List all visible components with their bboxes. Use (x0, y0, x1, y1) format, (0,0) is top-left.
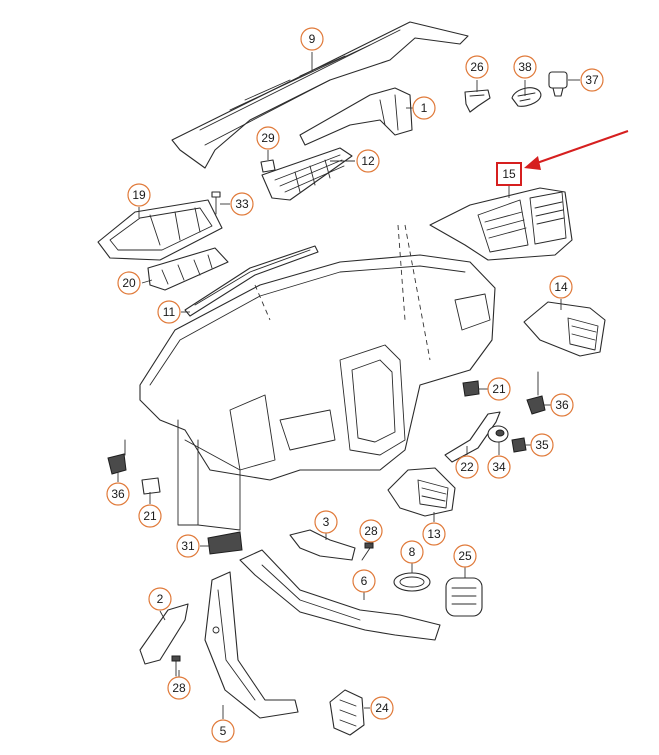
callout-14: 14 (549, 275, 573, 299)
callout-37-label: 37 (585, 73, 599, 87)
callout-1: 1 (412, 96, 436, 120)
callout-15-highlighted: 15 (496, 162, 522, 186)
callout-36-left: 36 (106, 482, 130, 506)
callout-36-left-label: 36 (111, 487, 125, 501)
callout-6-label: 6 (361, 574, 368, 588)
part-12-vent-grille (261, 147, 353, 201)
part-14-side-vent (523, 301, 606, 357)
part-21-clip-left (141, 477, 161, 495)
callout-35: 35 (530, 433, 554, 457)
callout-26-label: 26 (470, 60, 484, 74)
callout-21-left: 21 (138, 504, 162, 528)
callout-35-label: 35 (535, 438, 549, 452)
callout-21-right: 21 (487, 377, 511, 401)
part-2-bracket (139, 603, 189, 665)
callout-34: 34 (487, 455, 511, 479)
part-19-storage-tray (97, 199, 223, 261)
callout-12-label: 12 (361, 154, 375, 168)
callout-28-top: 28 (359, 519, 383, 543)
part-9-cover-panel (171, 21, 469, 169)
part-34-sensor (487, 425, 509, 443)
part-20-vent-tray (147, 247, 229, 291)
part-24-small-vent (329, 689, 365, 736)
callout-3-label: 3 (323, 515, 330, 529)
callout-8-label: 8 (409, 545, 416, 559)
callout-28-top-label: 28 (364, 524, 378, 538)
callout-28-bottom-label: 28 (172, 681, 186, 695)
callout-28-bottom: 28 (167, 676, 191, 700)
callout-29: 29 (256, 126, 280, 150)
callout-20-label: 20 (122, 276, 136, 290)
callout-6: 6 (352, 569, 376, 593)
part-29-clip (260, 159, 276, 173)
callout-2: 2 (148, 587, 172, 611)
callout-33: 33 (230, 192, 254, 216)
callout-38: 38 (513, 55, 537, 79)
callout-5: 5 (211, 719, 235, 743)
part-13-side-vent (387, 467, 456, 517)
part-28-screw-bottom (171, 655, 181, 677)
callout-21-left-label: 21 (143, 509, 157, 523)
callout-31-label: 31 (181, 539, 195, 553)
callout-29-label: 29 (261, 131, 275, 145)
part-11-trim-strip (184, 245, 319, 317)
part-15-center-vent (429, 187, 573, 261)
callout-5-label: 5 (220, 724, 227, 738)
callout-34-label: 34 (492, 460, 506, 474)
callout-25-label: 25 (458, 549, 472, 563)
part-25-round-vent (445, 577, 483, 617)
callout-13-label: 13 (427, 527, 441, 541)
callout-21-right-label: 21 (492, 382, 506, 396)
callout-37: 37 (580, 68, 604, 92)
callout-26: 26 (465, 55, 489, 79)
part-3-bracket (289, 529, 356, 561)
part-35-clip (511, 437, 527, 453)
part-21-clip-right (462, 380, 480, 397)
part-5-duct (204, 571, 299, 719)
callout-22: 22 (455, 455, 479, 479)
callout-25: 25 (453, 544, 477, 568)
callout-24: 24 (370, 696, 394, 720)
callout-11-label: 11 (163, 305, 176, 319)
callout-9-label: 9 (309, 32, 316, 46)
callout-36-right-label: 36 (555, 398, 569, 412)
callout-13: 13 (422, 522, 446, 546)
part-8-cap (393, 572, 431, 592)
callout-20: 20 (117, 271, 141, 295)
callout-12: 12 (356, 149, 380, 173)
part-22-hose (444, 411, 501, 463)
dashboard-panel (139, 224, 496, 531)
part-31-clip (207, 531, 243, 555)
callout-24-label: 24 (375, 701, 389, 715)
callout-36-right: 36 (550, 393, 574, 417)
part-36-clip-right (526, 371, 546, 415)
highlight-arrow (524, 130, 629, 170)
part-36-clip-left (107, 439, 127, 475)
callout-19: 19 (127, 183, 151, 207)
callout-14-label: 14 (554, 280, 568, 294)
part-37-sensor (548, 71, 568, 97)
callout-11: 11 (157, 300, 181, 324)
part-38-sensor (511, 87, 542, 107)
callout-3: 3 (314, 510, 338, 534)
callout-15-label: 15 (502, 167, 516, 181)
callout-33-label: 33 (235, 197, 249, 211)
part-33-screw (211, 191, 221, 215)
part-28-screw-top (361, 542, 374, 561)
part-26-clip (464, 89, 491, 113)
callout-38-label: 38 (518, 60, 532, 74)
callout-31: 31 (176, 534, 200, 558)
callout-19-label: 19 (132, 188, 146, 202)
callout-22-label: 22 (460, 460, 474, 474)
part-1-duct-bracket (299, 87, 413, 146)
callout-2-label: 2 (157, 592, 164, 606)
callout-1-label: 1 (421, 101, 428, 115)
callout-8: 8 (400, 540, 424, 564)
callout-9: 9 (300, 27, 324, 51)
part-6-duct (239, 549, 441, 641)
